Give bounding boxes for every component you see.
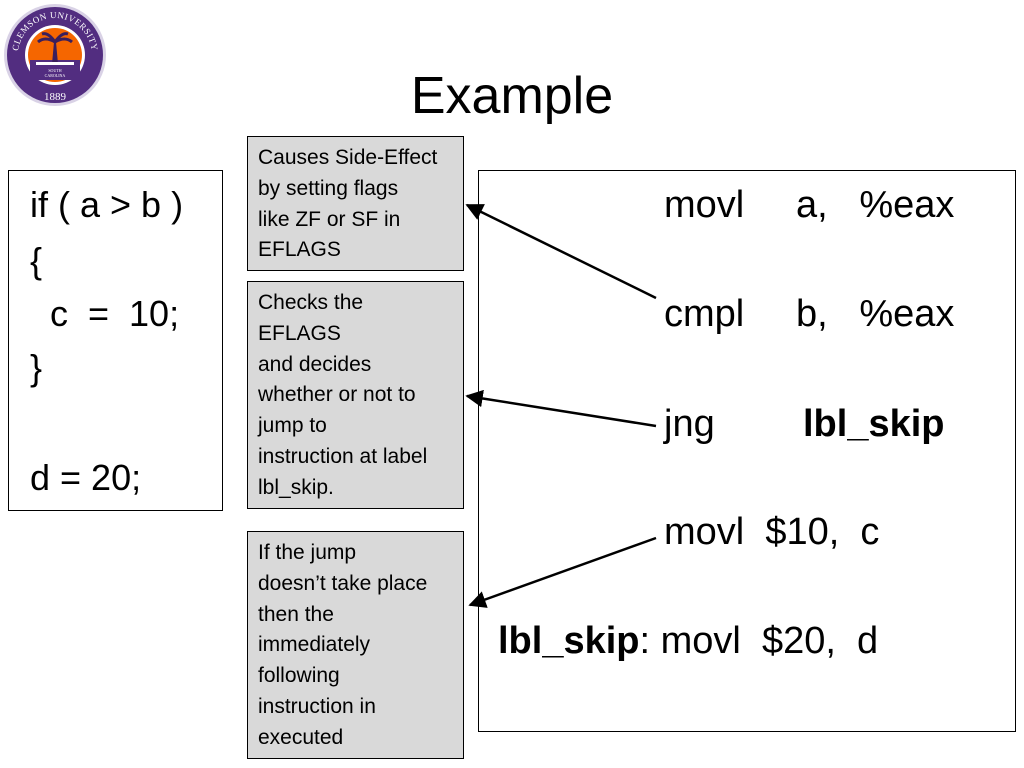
arrow-cmpl-to-note [465, 203, 657, 300]
code-line-assign-c: c = 10; [30, 293, 180, 334]
note-line: and decides [258, 352, 372, 376]
note-line: immediately [258, 633, 371, 657]
asm-line-movl-d: : movl $20, d [639, 620, 879, 662]
note-cmpl-side-effect: Causes Side-Effect by setting flags like… [247, 136, 464, 271]
note-fallthrough: If the jump doesn’t take place then the … [247, 531, 464, 759]
asm-line-movl-op: movl [664, 184, 745, 226]
note-line: doesn’t take place [258, 571, 428, 595]
note-line: whether or not to [258, 383, 416, 407]
clemson-university-seal-logo: CLEMSON UNIVERSITY SOUTH CAROLINA 1889 [4, 4, 106, 106]
asm-line-cmpl-args: b, %eax [796, 293, 955, 335]
asm-line-movl-args: a, %eax [796, 184, 955, 226]
asm-line-cmpl-op: cmpl [664, 293, 745, 335]
code-line-open-brace: { [30, 240, 43, 281]
note-line: If the jump [258, 541, 357, 564]
note-line: executed [258, 725, 344, 749]
logo-inner-text-1: SOUTH [48, 68, 61, 73]
asm-line-jng-op: jng [664, 403, 715, 445]
note-line: jump to [258, 414, 327, 438]
assembly-code-box [478, 170, 1016, 732]
asm-label-lbl-skip: lbl_skip [498, 620, 640, 662]
note-line: following [258, 664, 340, 688]
asm-line-movl-c: movl $10, c [664, 511, 880, 553]
logo-inner-text-2: CAROLINA [45, 73, 66, 78]
note-line: Causes Side-Effect [258, 146, 438, 169]
note-line: Checks the [258, 291, 364, 314]
c-code-box: if ( a > b ) { c = 10; } d = 20; [8, 170, 223, 511]
asm-line-jng-target: lbl_skip [803, 403, 945, 445]
code-line-close-brace: } [30, 347, 43, 388]
note-line: by setting flags [258, 176, 399, 200]
note-line: EFLAGS [258, 321, 341, 345]
note-line: instruction in [258, 694, 376, 718]
code-line-assign-d: d = 20; [30, 457, 142, 498]
note-line: instruction at label [258, 444, 428, 468]
note-line: like ZF or SF in [258, 207, 401, 231]
note-line: lbl_skip. [258, 475, 334, 499]
code-line-if: if ( a > b ) [30, 184, 184, 225]
note-line: EFLAGS [258, 238, 341, 262]
logo-year: 1889 [44, 91, 67, 103]
note-jng-checks-eflags: Checks the EFLAGS and decides whether or… [247, 281, 464, 509]
slide-title: Example [410, 67, 614, 125]
asm-line-label-line: lbl_skip: movl $20, d [498, 619, 878, 663]
note-line: then the [258, 602, 334, 626]
arrow-movl-to-note [468, 536, 657, 608]
arrow-jng-to-note [465, 389, 657, 428]
